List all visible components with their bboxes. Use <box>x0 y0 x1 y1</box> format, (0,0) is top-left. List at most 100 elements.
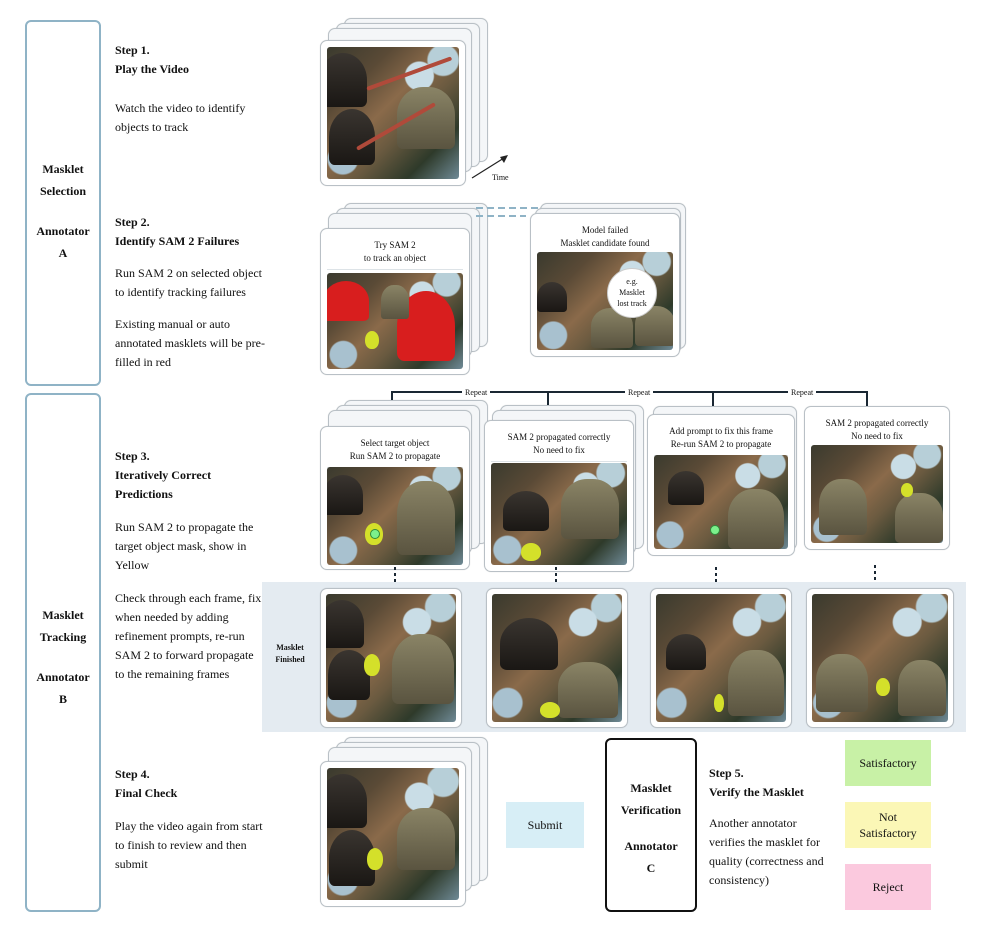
finished-image-4 <box>812 594 948 722</box>
propagated-caption-2: SAM 2 propagated correctly No need to fi… <box>811 413 943 448</box>
final-check-frame <box>320 761 466 907</box>
step5-line: verifies the masklet for <box>709 835 820 849</box>
propagated-image-1 <box>491 463 627 565</box>
step2-line: to identify tracking failures <box>115 285 246 299</box>
step5-title: Verify the Masklet <box>709 785 804 799</box>
reject-result[interactable]: Reject <box>845 864 931 910</box>
step3-line: target object mask, show in <box>115 539 247 553</box>
satisfactory-result[interactable]: Satisfactory <box>845 740 931 786</box>
try-sam-frame: Try SAM 2 to track an object <box>320 228 470 375</box>
step1-line: Watch the video to identify <box>115 101 246 115</box>
time-arrow <box>471 155 508 179</box>
step3-number: Step 3. <box>115 449 150 463</box>
step4-number: Step 4. <box>115 767 150 781</box>
caption-line: Add prompt to fix this frame <box>669 426 773 436</box>
step4-line: to finish to review and then <box>115 838 247 852</box>
select-target-image <box>327 467 463 565</box>
yellow-mask <box>876 678 890 696</box>
lost-track-bubble: e.g. Masklet lost track <box>607 268 657 318</box>
step1-line: objects to track <box>115 120 189 134</box>
video-frame-image <box>327 47 459 179</box>
step1-video-stack <box>320 18 490 188</box>
role-a-line4: A <box>58 246 68 260</box>
step4-video-stack <box>320 737 490 907</box>
role-box-masklet-selection: Masklet Selection Annotator A <box>25 20 101 386</box>
step1-description: Watch the video to identify objects to t… <box>115 99 245 137</box>
caption-line: No need to fix <box>533 445 585 455</box>
step2-number: Step 2. <box>115 215 150 229</box>
click-prompt-dot <box>710 525 720 535</box>
step1-number: Step 1. <box>115 43 150 57</box>
step3-description: Run SAM 2 to propagate the target object… <box>115 518 261 684</box>
step5-description: Another annotator verifies the masklet f… <box>709 814 824 890</box>
step2-title: Identify SAM 2 Failures <box>115 234 240 248</box>
finished-frame-1 <box>320 588 462 728</box>
step3-line: when needed by adding <box>115 610 229 624</box>
role-c-line1: Masklet <box>630 781 672 795</box>
caption-line: Try SAM 2 <box>374 240 416 250</box>
caption-line: Masklet candidate found <box>560 238 650 248</box>
step1-title: Play the Video <box>115 62 189 76</box>
try-sam-caption: Try SAM 2 to track an object <box>327 235 463 270</box>
bubble-line: e.g. <box>626 277 638 286</box>
propagated-frame-1: SAM 2 propagated correctly No need to fi… <box>484 420 634 572</box>
step2-try-sam-stack: Try SAM 2 to track an object <box>320 203 490 378</box>
step3-line: Yellow <box>115 558 150 572</box>
step3-propagated-stack-1: SAM 2 propagated correctly No need to fi… <box>484 400 646 572</box>
step5-line: consistency) <box>709 873 769 887</box>
step2-line: Existing manual or auto <box>115 317 230 331</box>
finished-line: Masklet <box>276 643 304 652</box>
propagated-image-2 <box>811 445 943 543</box>
role-b-line4: B <box>58 692 67 706</box>
propagated-frame-2: SAM 2 propagated correctly No need to fi… <box>804 406 950 550</box>
role-a-line3: Annotator <box>36 224 90 238</box>
step3-line: Run SAM 2 to propagate the <box>115 520 254 534</box>
caption-line: No need to fix <box>851 431 903 441</box>
caption-line: Run SAM 2 to propagate <box>349 451 441 461</box>
repeat-label: Repeat <box>788 388 817 397</box>
step3-title-line2: Predictions <box>115 487 173 501</box>
add-prompt-image <box>654 455 788 549</box>
step2-line: Run SAM 2 on selected object <box>115 266 262 280</box>
step3-select-target-stack: Select target object Run SAM 2 to propag… <box>320 400 490 572</box>
yellow-mask <box>521 543 541 561</box>
caption-line: SAM 2 propagated correctly <box>825 418 929 428</box>
step3-heading: Step 3. Iteratively Correct Predictions <box>115 447 211 504</box>
submit-button[interactable]: Submit <box>506 802 584 848</box>
role-c-line2: Verification <box>620 803 682 817</box>
propagated-caption-1: SAM 2 propagated correctly No need to fi… <box>491 427 627 462</box>
step2-heading: Step 2. Identify SAM 2 Failures <box>115 213 239 251</box>
yellow-mask <box>901 483 913 497</box>
step3-add-prompt-stack: Add prompt to fix this frame Re-run SAM … <box>647 400 797 560</box>
yellow-mask <box>714 694 724 712</box>
step1-heading: Step 1. Play the Video <box>115 41 189 79</box>
add-prompt-caption: Add prompt to fix this frame Re-run SAM … <box>654 421 788 456</box>
yellow-mask <box>364 654 380 676</box>
dashed-connector <box>476 207 542 217</box>
step4-description: Play the video again from start to finis… <box>115 817 263 874</box>
step5-line: Another annotator <box>709 816 797 830</box>
step4-line: Play the video again from start <box>115 819 263 833</box>
model-failed-caption: Model failed Masklet candidate found <box>537 220 673 255</box>
role-b-line1: Masklet <box>42 608 84 622</box>
step2-model-failed-stack: Model failed Masklet candidate found e.g… <box>530 203 690 358</box>
not-satisfactory-result[interactable]: Not Satisfactory <box>845 802 931 848</box>
caption-line: SAM 2 propagated correctly <box>507 432 611 442</box>
try-sam-image <box>327 273 463 369</box>
finished-image-1 <box>326 594 456 722</box>
role-box-masklet-verification: Masklet Verification Annotator C <box>605 738 697 912</box>
role-b-line3: Annotator <box>36 670 90 684</box>
step5-line: quality (correctness and <box>709 854 824 868</box>
role-c-line4: C <box>646 861 656 875</box>
masklet-finished-label: Masklet Finished <box>270 642 310 666</box>
step3-line: Check through each frame, fix <box>115 591 262 605</box>
step4-heading: Step 4. Final Check <box>115 765 177 803</box>
select-target-caption: Select target object Run SAM 2 to propag… <box>327 433 463 468</box>
video-frame <box>320 40 466 186</box>
model-failed-frame: Model failed Masklet candidate found e.g… <box>530 213 680 357</box>
step2-description: Run SAM 2 on selected object to identify… <box>115 264 265 372</box>
caption-line: to track an object <box>363 253 427 263</box>
role-b-line2: Tracking <box>39 630 87 644</box>
finished-frame-2 <box>486 588 628 728</box>
finished-line: Finished <box>275 655 305 664</box>
